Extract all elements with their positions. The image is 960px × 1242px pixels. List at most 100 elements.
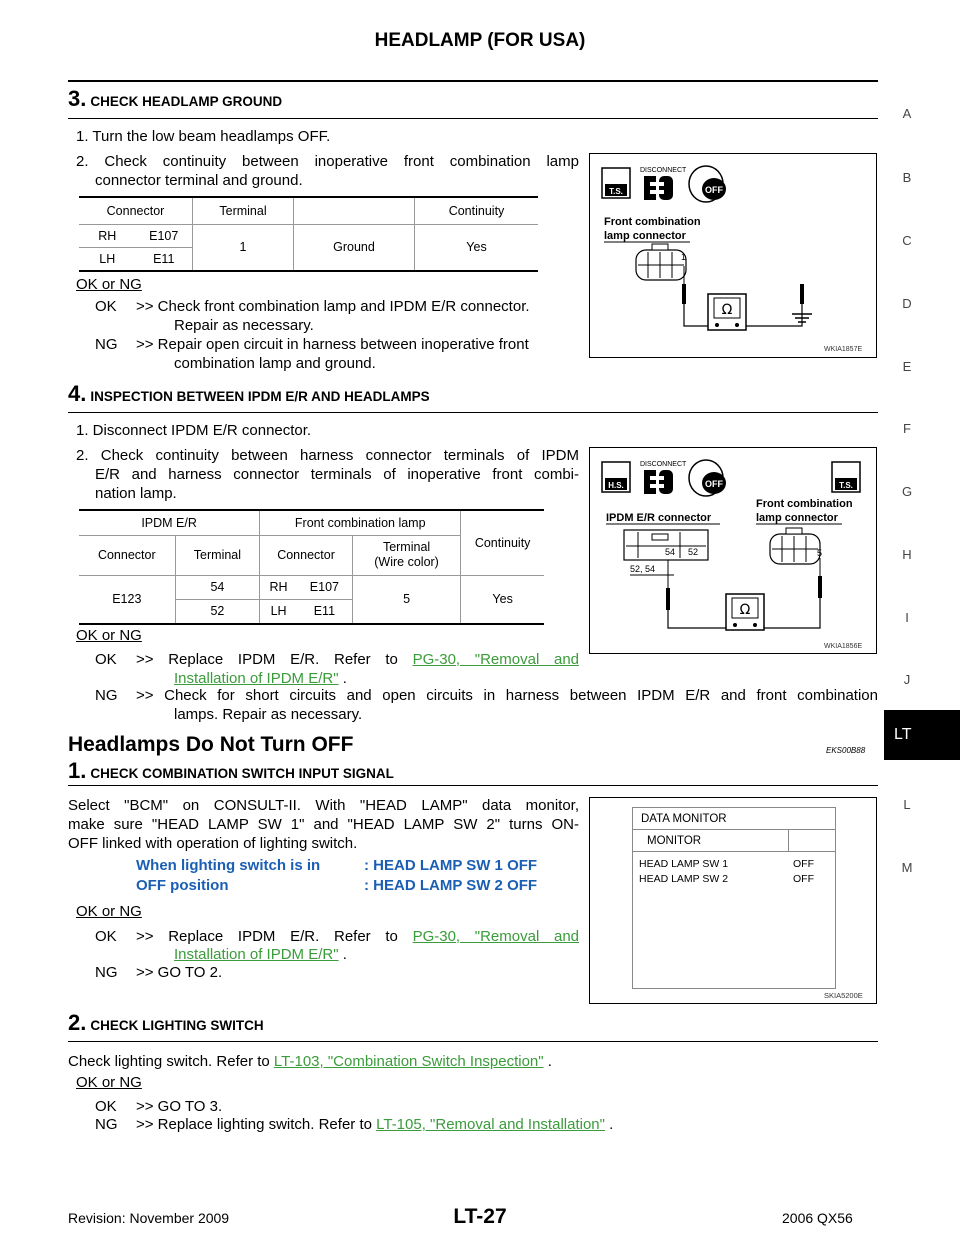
t4-h-terminal2-text: Terminal (382, 540, 431, 554)
step1-ng-label: NG (95, 964, 118, 981)
fig4-ohm: Ω (740, 602, 751, 618)
step3-line2a: 2. Check continuity between inoperative … (76, 153, 579, 170)
step4-table: IPDM E/R Front combination lamp Continui… (79, 511, 544, 624)
side-index-l[interactable]: L (903, 797, 911, 812)
step2-line-post: . (543, 1053, 552, 1070)
step4-number: 4. (68, 381, 87, 406)
step1-heading: 1.CHECK COMBINATION SWITCH INPUT SIGNAL (68, 758, 394, 784)
step2-ng-line: >> Replace lighting switch. Refer to LT-… (136, 1115, 613, 1134)
step4-title: INSPECTION BETWEEN IPDM E/R AND HEADLAMP… (90, 389, 430, 404)
step2-link[interactable]: LT-103, "Combination Switch Inspection" (273, 1053, 544, 1070)
side-index-c[interactable]: C (902, 233, 912, 248)
t4-h-terminal: Terminal (175, 535, 261, 576)
fig3-id: WKIA1857E (824, 346, 862, 353)
step4-ng-line2: lamps. Repair as necessary. (174, 706, 363, 723)
page-title: HEADLAMP (FOR USA) (374, 30, 586, 51)
step3-okng: OK or NG (76, 276, 142, 293)
step1-ok-pre: >> Replace IPDM E/R. Refer to (136, 928, 413, 945)
data-monitor-monitor-label: MONITOR (647, 835, 702, 847)
step4-ok-link2[interactable]: Installation of IPDM E/R" (174, 670, 339, 687)
side-index-g[interactable]: G (901, 484, 913, 499)
fig4-p5254: 52, 54 (630, 564, 655, 574)
t3-h-continuity: Continuity (414, 198, 538, 225)
ohmmeter-icon: Ω (725, 593, 765, 631)
side-index-j[interactable]: J (903, 672, 911, 687)
step4-ok-link1[interactable]: PG-30, "Removal and (412, 651, 579, 668)
ignition-off-icon: OFF (688, 165, 726, 203)
step1-line2: make sure "HEAD LAMP SW 1" and "HEAD LAM… (68, 816, 579, 833)
t3-r2-side: LH (99, 251, 116, 266)
step1-ng-text: >> GO TO 2. (136, 964, 223, 981)
step3-number: 3. (68, 86, 87, 111)
step3-ok-line1: >> Check front combination lamp and IPDM… (136, 298, 530, 315)
t4-r2-term: 52 (175, 599, 261, 624)
step4-line1: 1. Disconnect IPDM E/R connector. (76, 422, 312, 439)
step2-okng: OK or NG (76, 1074, 142, 1091)
t4-conn: E123 (79, 575, 176, 624)
side-index-m[interactable]: M (901, 860, 913, 875)
t4-h-connector: Connector (79, 535, 176, 576)
side-index-b[interactable]: B (902, 170, 912, 185)
t4-h-ipdm: IPDM E/R (79, 511, 261, 536)
t4-h-cont: Continuity (460, 511, 544, 576)
fig3-pin: 1 (681, 252, 686, 262)
step4-okng: OK or NG (76, 627, 142, 644)
header-rule (68, 80, 878, 82)
data-monitor-r2v: OFF (793, 873, 814, 885)
footer-page-number: LT-27 (453, 1205, 507, 1228)
step3-ok-line2: Repair as necessary. (174, 317, 314, 334)
step2-line-pre: Check lighting switch. Refer to (68, 1053, 274, 1070)
side-index-f[interactable]: F (903, 421, 911, 436)
data-monitor-r1: HEAD LAMP SW 1 (639, 858, 729, 870)
step3-line1: 1. Turn the low beam headlamps OFF. (76, 128, 331, 145)
step4-line2b: E/R and harness connector terminals of i… (95, 466, 579, 483)
fig4-p5: 5 (817, 548, 822, 558)
side-index-h[interactable]: H (902, 547, 912, 562)
step1-cond1: When lighting switch is in (136, 857, 321, 874)
footer-revision: Revision: November 2009 (68, 1210, 230, 1226)
fig4-off: OFF (705, 479, 723, 489)
step1-ok-link1[interactable]: PG-30, "Removal and (412, 928, 579, 945)
t4-h-terminal2: Terminal(Wire color) (352, 535, 462, 576)
side-index-d[interactable]: D (902, 296, 912, 311)
step4-ng-label: NG (95, 687, 118, 704)
step3-rule (68, 118, 878, 119)
fig4-p54: 54 (665, 547, 675, 557)
step1-cond2: OFF position (136, 877, 229, 894)
t3-terminal: 1 (192, 224, 294, 271)
data-monitor-header: MONITOR (633, 830, 835, 852)
step1-ok-post: . (338, 946, 347, 963)
t3-r1-side: RH (98, 228, 117, 243)
step2-heading: 2.CHECK LIGHTING SWITCH (68, 1010, 264, 1036)
t3-ground: Ground (293, 224, 415, 271)
t4-h-wire: (Wire color) (374, 555, 439, 569)
t3-continuity: Yes (414, 224, 538, 271)
figure-headlamp-ground: T.S. DISCONNECT OFF Front combination la… (589, 153, 877, 358)
step1-rule (68, 785, 878, 786)
step2-ng-link[interactable]: LT-105, "Removal and Installation" (376, 1116, 605, 1133)
data-monitor-r2: HEAD LAMP SW 2 (639, 873, 729, 885)
t4-r1-conn: E107 (309, 580, 339, 594)
step1-line3: OFF linked with operation of lighting sw… (68, 835, 358, 852)
data-monitor-title: DATA MONITOR (633, 808, 835, 830)
step2-ng-label: NG (95, 1116, 118, 1133)
step3-ng-line1: >> Repair open circuit in harness betwee… (136, 336, 529, 353)
step4-ok-pre: >> Replace IPDM E/R. Refer to (136, 651, 413, 668)
fig3-lbl2: lamp connector (604, 230, 687, 242)
step1-okng: OK or NG (76, 903, 142, 920)
step4-ok-post: . (338, 670, 347, 687)
fig4-front1: Front combination (756, 498, 853, 510)
data-monitor-r1v: OFF (793, 858, 814, 870)
side-index-e[interactable]: E (902, 359, 912, 374)
fig4-ts: T.S. (839, 481, 853, 490)
side-index-lt-active[interactable]: LT (884, 710, 960, 760)
step4-ok-label: OK (95, 651, 117, 668)
section-title: Headlamps Do Not Turn OFF (68, 733, 354, 756)
t3-h-connector: Connector (79, 198, 193, 225)
step1-ok-link2[interactable]: Installation of IPDM E/R" (174, 946, 339, 963)
side-index-a[interactable]: A (902, 106, 912, 121)
side-index-i[interactable]: I (905, 610, 909, 625)
step3-title: CHECK HEADLAMP GROUND (90, 94, 283, 109)
